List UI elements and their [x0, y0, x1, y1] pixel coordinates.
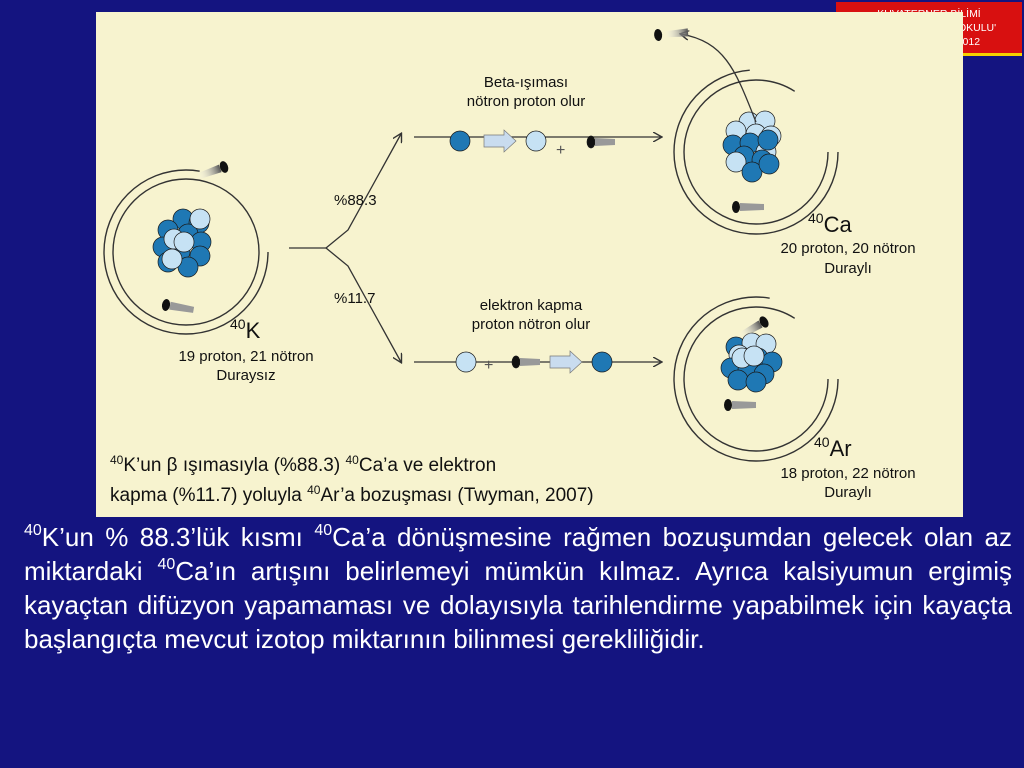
capture-subtitle: proton nötron olur: [471, 316, 591, 333]
calcium-stability: Duraylı: [824, 260, 872, 277]
argon-composition: 18 proton, 22 nötron: [780, 465, 916, 482]
calcium-nucleus: [722, 110, 782, 183]
potassium-label: 40K: [230, 316, 260, 344]
capture-branch-percent: %11.7: [334, 290, 376, 307]
argon-label: 40Ar: [814, 434, 852, 462]
beta-decay-subtitle: nötron proton olur: [466, 93, 586, 110]
calcium-composition: 20 proton, 20 nötron: [780, 240, 916, 257]
potassium-atom: [103, 169, 269, 335]
caption-mass-2: 40: [345, 453, 359, 467]
argon-stability: Duraylı: [824, 484, 872, 501]
body-text-2: Ca’a dönüşmesine rağmen bozuşumdan gelec…: [24, 522, 1012, 586]
argon-nucleus: [720, 332, 783, 393]
body-text-1: K’un % 88.3’lük kısmı: [41, 522, 315, 552]
capture-title: elektron kapma: [479, 297, 583, 314]
beta-decay-title: Beta-ışıması: [483, 74, 569, 91]
potassium-composition: 19 proton, 21 nötron: [178, 348, 314, 365]
capture-plus-sign: +: [484, 357, 494, 374]
potassium-symbol: K: [245, 318, 261, 343]
potassium-stability: Duraysız: [216, 367, 276, 384]
argon-atom: [673, 296, 839, 462]
caption-line-2: kapma (%11.7) yoluyla 40Ar’a bozuşması (…: [110, 478, 594, 508]
caption-text-4: Ar’a bozuşması (Twyman, 2007): [320, 485, 594, 506]
calcium-mass: 40: [808, 210, 824, 226]
beta-plus-sign: +: [556, 142, 566, 159]
explanation-paragraph: 40K’un % 88.3’lük kısmı 40Ca’a dönüşmesi…: [24, 520, 1012, 656]
caption-line-1: 40K’un β ışımasıyla (%88.3) 40Ca’a ve el…: [110, 448, 594, 478]
calcium-label: 40Ca: [808, 210, 852, 238]
beta-branch-percent: %88.3: [334, 192, 377, 209]
beta-reaction: [449, 129, 615, 153]
electrons: [161, 28, 769, 411]
calcium-atom: [673, 34, 839, 235]
argon-symbol: Ar: [829, 436, 852, 461]
caption-text-3: kapma (%11.7) yoluyla: [110, 485, 308, 506]
body-mass-2: 40: [314, 522, 333, 539]
calcium-symbol: Ca: [823, 212, 852, 237]
caption-text-2: Ca’a ve elektron: [358, 455, 497, 476]
caption-text-1: K’un β ışımasıyla (%88.3): [123, 455, 346, 476]
potassium-mass: 40: [230, 316, 246, 332]
decay-diagram: Beta-ışıması nötron proton olur %88.3 + …: [96, 12, 963, 517]
figure-caption: 40K’un β ışımasıyla (%88.3) 40Ca’a ve el…: [110, 448, 594, 508]
capture-reaction: [455, 350, 613, 374]
caption-mass-3: 40: [307, 483, 321, 497]
body-mass-3: 40: [157, 556, 176, 573]
caption-mass-1: 40: [110, 453, 124, 467]
decay-diagram-graphic: [103, 28, 839, 462]
body-mass-1: 40: [24, 522, 42, 539]
argon-mass: 40: [814, 434, 830, 450]
potassium-nucleus: [152, 208, 212, 278]
body-text-3: Ca’ın artışını belirlemeyi mümkün kılmaz…: [24, 556, 1013, 654]
